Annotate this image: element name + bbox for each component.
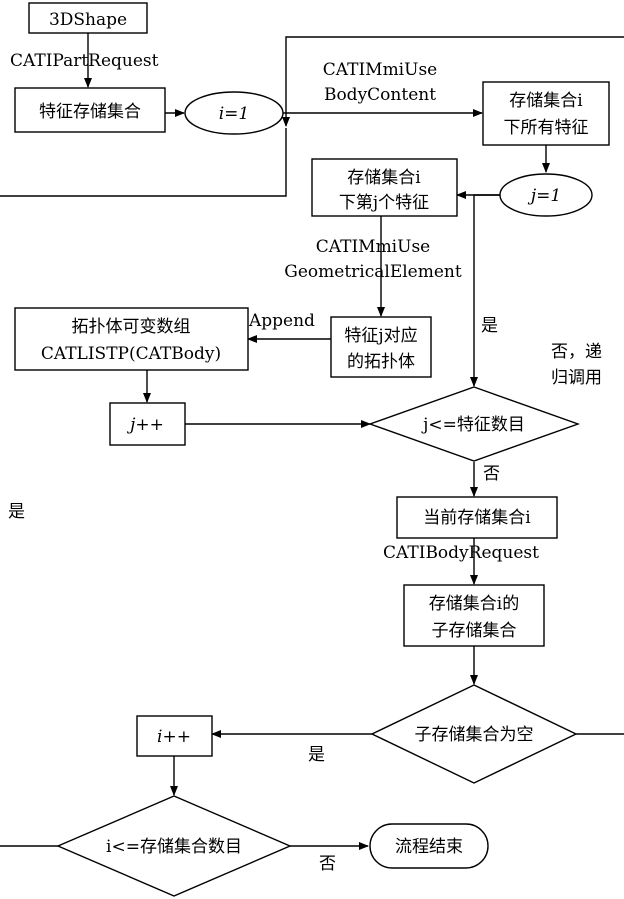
node-feature-set: 特征存储集合	[14, 87, 166, 133]
node-i-init: i=1	[184, 91, 284, 135]
label-no-end: 否	[319, 854, 336, 874]
svg-text:j++: j++	[126, 415, 164, 435]
svg-text:j<=特征数目: j<=特征数目	[421, 415, 525, 435]
node-3dshape: 3DShape	[28, 2, 148, 34]
svg-text:流程结束: 流程结束	[395, 837, 463, 857]
svg-text:存储集合i的: 存储集合i的	[429, 594, 519, 614]
node-j-condition: j<=特征数目	[367, 386, 581, 462]
svg-text:j=1: j=1	[527, 186, 561, 206]
label-mmi-geom-1: CATIMmiUse	[316, 237, 430, 257]
node-topo-body: 特征j对应 的拓扑体	[330, 316, 432, 378]
svg-text:i=1: i=1	[219, 104, 250, 124]
svg-text:存储集合i: 存储集合i	[347, 168, 421, 188]
label-no-recursive-1: 否，递	[551, 342, 602, 362]
node-j-increment: j++	[109, 402, 186, 446]
node-all-features: 存储集合i 下所有特征	[482, 81, 610, 146]
svg-text:下所有特征: 下所有特征	[504, 118, 589, 138]
svg-text:i++: i++	[157, 727, 191, 747]
label-yes-j: 是	[481, 316, 498, 336]
label-part-request: CATIPartRequest	[10, 51, 159, 71]
node-sub-sets: 存储集合i的 子存储集合	[403, 584, 545, 647]
node-current-set: 当前存储集合i	[396, 496, 558, 539]
node-i-increment: i++	[136, 715, 213, 757]
edge-labels: CATIPartRequest CATIMmiUse BodyContent C…	[8, 51, 602, 874]
node-jth-feature: 存储集合i 下第j个特征	[311, 158, 458, 217]
svg-text:下第j个特征: 下第j个特征	[339, 193, 429, 213]
label-mmi-geom-2: GeometricalElement	[284, 262, 462, 282]
label-no-recursive-2: 归调用	[551, 368, 602, 388]
node-topo-array: 拓扑体可变数组 CATLISTP(CATBody)	[14, 307, 249, 371]
label-body-request: CATIBodyRequest	[383, 543, 539, 563]
label-append: Append	[248, 311, 315, 331]
svg-text:特征j对应: 特征j对应	[344, 326, 417, 346]
svg-text:子存储集合: 子存储集合	[432, 621, 517, 641]
connectors	[0, 33, 624, 850]
svg-text:的拓扑体: 的拓扑体	[347, 352, 415, 372]
svg-text:特征存储集合: 特征存储集合	[39, 102, 141, 122]
node-i-condition: i<=存储集合数目	[56, 795, 292, 897]
label-no-j: 否	[483, 464, 500, 484]
node-j-init: j=1	[499, 173, 593, 217]
svg-text:i<=存储集合数目: i<=存储集合数目	[106, 837, 242, 857]
svg-text:存储集合i: 存储集合i	[509, 91, 583, 111]
svg-text:子存储集合为空: 子存储集合为空	[415, 725, 534, 745]
node-end: 流程结束	[369, 823, 489, 869]
svg-text:3DShape: 3DShape	[49, 10, 127, 30]
label-yes-i: 是	[8, 502, 25, 522]
svg-text:当前存储集合i: 当前存储集合i	[423, 508, 531, 528]
label-mmi-body-content-2: BodyContent	[324, 85, 436, 105]
node-sub-empty-condition: 子存储集合为空	[370, 684, 578, 784]
label-mmi-body-content-1: CATIMmiUse	[323, 60, 437, 80]
label-yes-empty: 是	[308, 745, 325, 765]
svg-text:拓扑体可变数组: 拓扑体可变数组	[72, 317, 191, 337]
svg-text:CATLISTP(CATBody): CATLISTP(CATBody)	[41, 344, 221, 364]
